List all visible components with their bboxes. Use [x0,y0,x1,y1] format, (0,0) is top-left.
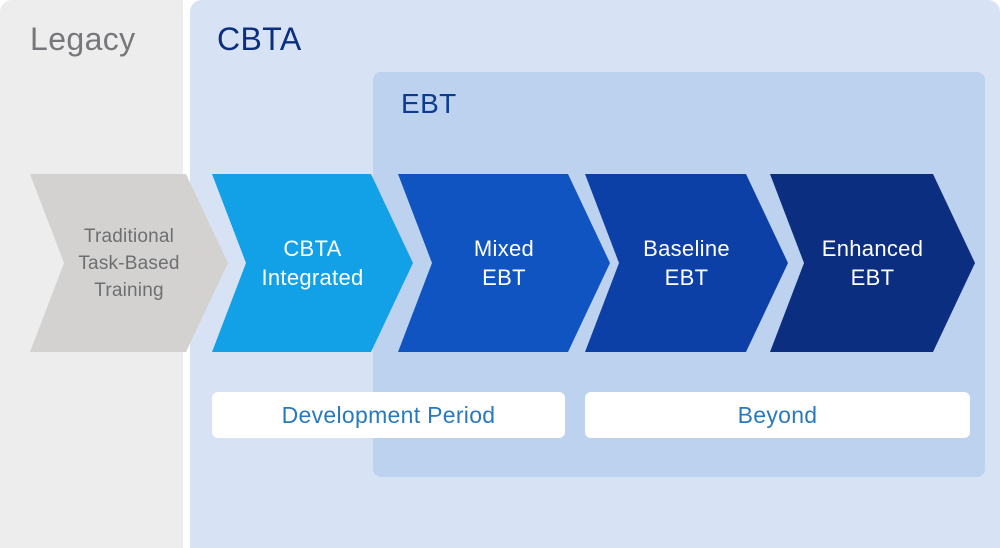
beyond-label: Beyond [737,401,818,428]
chevron-label-line: Integrated [261,265,364,290]
ebt-panel-title: EBT [401,88,457,119]
legacy-panel-title: Legacy [30,21,136,57]
chevron-label: Mixed EBT [474,234,534,292]
chevron-label: CBTA Integrated [261,234,363,292]
chevron-label: Enhanced EBT [822,234,924,292]
chevron-label-line: EBT [664,265,709,290]
development-period-label: Development Period [281,401,496,428]
cbta-panel-title: CBTA [217,21,302,57]
chevron-label-line: Task-Based [78,252,180,274]
chevron-mixed-ebt: Mixed EBT [398,174,610,352]
development-period-box: Development Period [212,392,565,438]
chevron-label-line: EBT [850,265,895,290]
chevron-label-line: EBT [482,265,526,290]
chevron-label-line: Enhanced [821,236,924,261]
beyond-box: Beyond [585,392,970,438]
chevron-label-line: Baseline [643,236,730,261]
chevron-label: Traditional Task-Based Training [78,223,179,304]
chevron-label: Baseline EBT [643,234,730,292]
chevron-label-line: Mixed [473,236,535,261]
chevron-enhanced-ebt: Enhanced EBT [770,174,975,352]
chevron-label-line: CBTA [283,236,342,261]
chevron-label-line: Training [94,279,164,301]
chevron-label-line: Traditional [83,225,175,247]
